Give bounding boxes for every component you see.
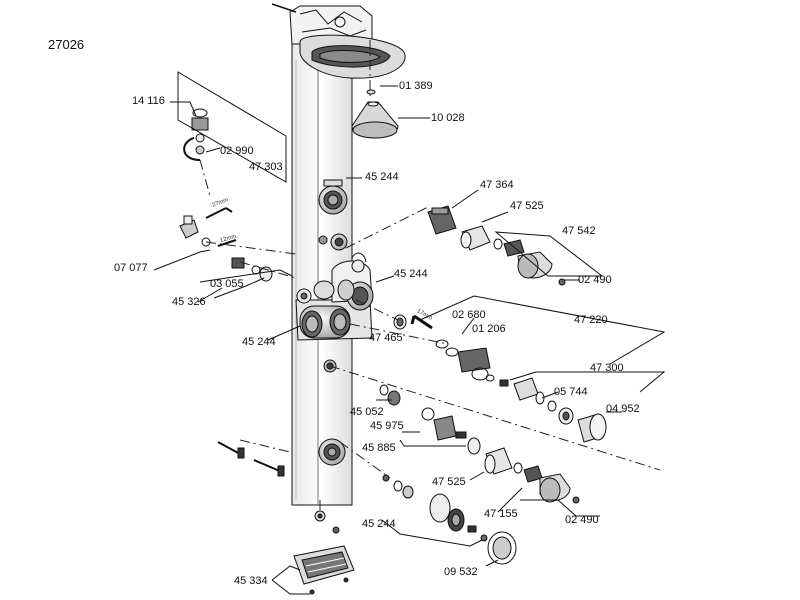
part-label-47542: 47 542 <box>562 225 596 237</box>
part-label-47525-lower: 47 525 <box>432 476 466 488</box>
part-label-45244-lower: 45 244 <box>362 518 396 530</box>
part-label-14116: 14 116 <box>132 95 165 107</box>
part-label-47525-upper: 47 525 <box>510 200 544 212</box>
part-label-45244-mid: 45 244 <box>394 268 428 280</box>
part-label-47155: 47 155 <box>484 508 518 520</box>
part-label-05744: 05 744 <box>554 386 588 398</box>
part-label-02490-upper: 02 490 <box>578 274 612 286</box>
part-label-47303: 47 303 <box>249 161 283 173</box>
part-label-01389: 01 389 <box>399 80 433 92</box>
part-label-07077: 07 077 <box>114 262 148 274</box>
part-label-47465: 47 465 <box>369 332 403 344</box>
part-label-02490-lower: 02 490 <box>565 514 599 526</box>
part-label-45975: 45 975 <box>370 420 404 432</box>
model-number: 27026 <box>48 37 85 52</box>
part-label-02990: 02 990 <box>220 145 254 157</box>
part-label-45052: 45 052 <box>350 406 384 418</box>
leader-lines <box>153 71 666 595</box>
part-label-47220: 47 220 <box>574 314 608 326</box>
part-label-47364: 47 364 <box>480 179 514 191</box>
part-label-47300: 47 300 <box>590 362 624 374</box>
part-label-03055: 03 055 <box>210 278 244 290</box>
part-label-09532: 09 532 <box>444 566 478 578</box>
assembly-axes <box>199 40 661 520</box>
part-label-01206: 01 206 <box>472 323 506 335</box>
part-label-45244-upper: 45 244 <box>365 171 399 183</box>
part-label-04952: 04 952 <box>606 403 640 415</box>
shower-column <box>271 3 406 522</box>
part-label-02680: 02 680 <box>452 309 486 321</box>
part-label-45244-left: 45 244 <box>242 336 276 348</box>
part-label-45326: 45 326 <box>172 296 206 308</box>
part-label-45334: 45 334 <box>234 575 268 587</box>
part-label-45885: 45 885 <box>362 442 396 454</box>
part-label-10028: 10 028 <box>431 112 465 124</box>
